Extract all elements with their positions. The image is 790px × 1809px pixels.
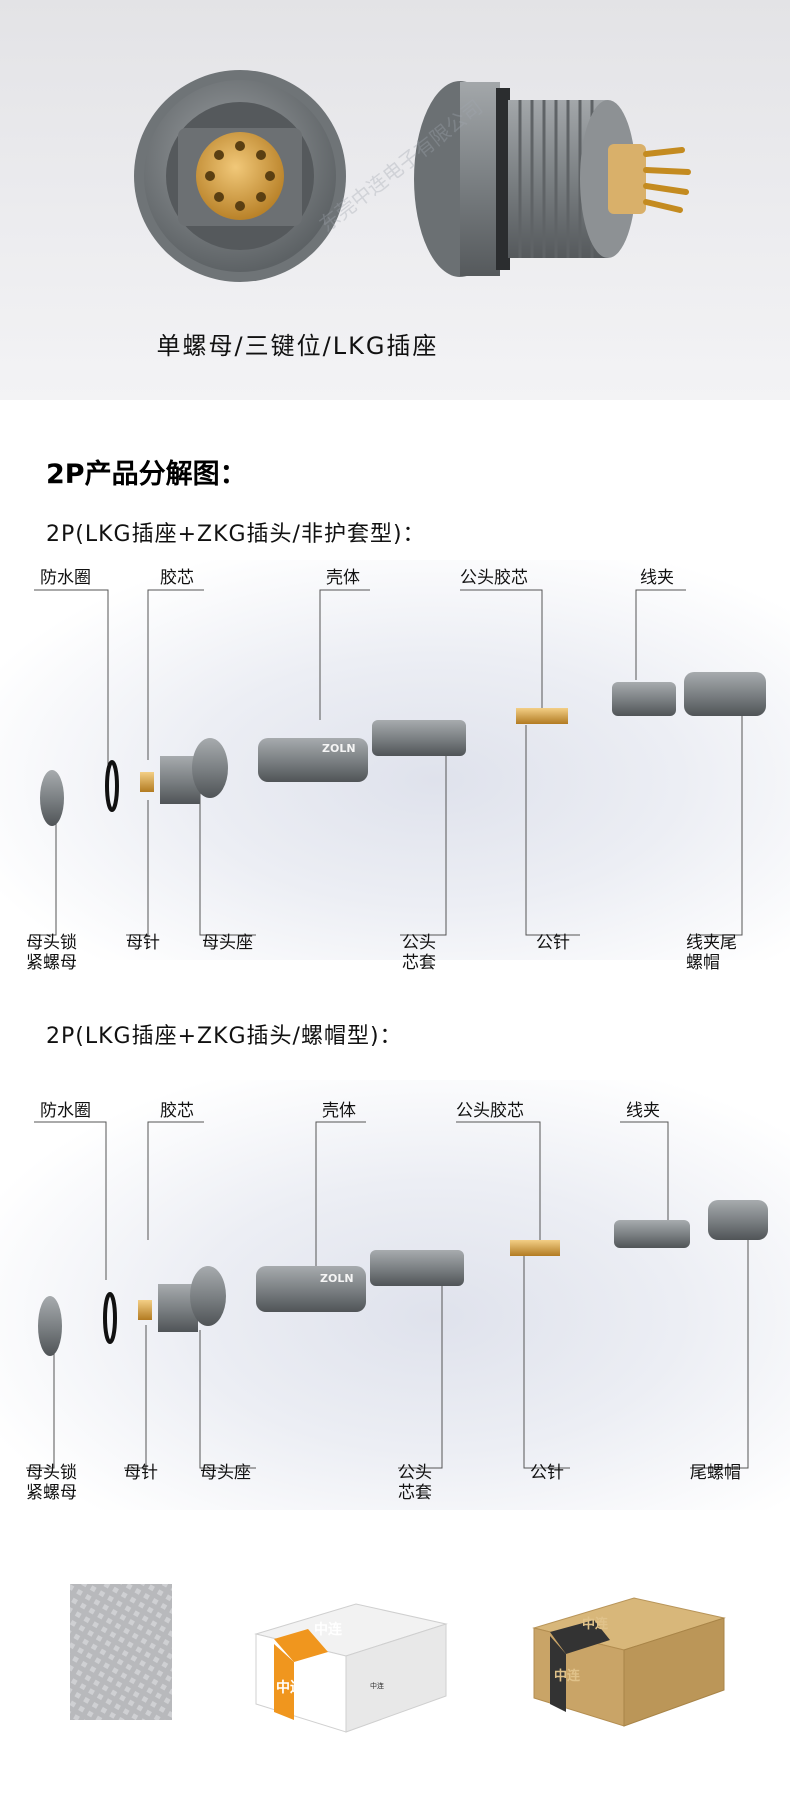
label-male-pin-2: 公针 <box>530 1463 564 1483</box>
exploded-view-2-leader-lines <box>26 1121 749 1469</box>
label-clamp-nut: 线夹尾 螺帽 <box>686 933 737 973</box>
shell-icon <box>256 1266 366 1312</box>
male-pin-icon <box>516 708 568 724</box>
clamp-nut-icon <box>684 672 766 716</box>
svg-text:中连: 中连 <box>582 1616 609 1632</box>
white-box-icon: 中连 中连 中连 <box>254 1603 448 1733</box>
label-shell-2: 壳体 <box>322 1101 356 1121</box>
female-pin-icon <box>140 772 154 792</box>
svg-text:中连: 中连 <box>314 1621 343 1638</box>
lock-nut-icon <box>40 770 64 826</box>
section-title: 2P产品分解图： <box>46 459 247 490</box>
kraft-box-icon: 中连 中连 <box>532 1597 726 1727</box>
socket-front-view <box>134 70 346 282</box>
svg-text:中连: 中连 <box>276 1679 305 1696</box>
o-ring-icon <box>105 760 119 812</box>
exploded-view-1-parts: ZOLN <box>40 672 766 826</box>
svg-text:中连: 中连 <box>554 1668 581 1684</box>
packaging-row: 中连 中连 中连 中连 中连 <box>0 1570 790 1809</box>
exploded-view-2-parts: ZOLN <box>38 1200 768 1356</box>
product-photo-band <box>0 0 790 400</box>
label-lock-nut-2: 母头锁 紧螺母 <box>26 1463 77 1503</box>
label-insert-2: 胶芯 <box>160 1101 194 1121</box>
exploded-view-2-background <box>0 1080 790 1510</box>
label-cable-clamp-2: 线夹 <box>626 1101 660 1121</box>
label-male-pin: 公针 <box>536 933 570 953</box>
label-female-pin-2: 母针 <box>124 1463 158 1483</box>
male-sleeve-icon <box>372 720 466 756</box>
ziplock-bag-icon <box>70 1584 172 1720</box>
label-insert: 胶芯 <box>160 568 194 588</box>
label-cable-clamp: 线夹 <box>640 568 674 588</box>
tail-nut-icon <box>708 1200 768 1240</box>
cable-clamp-icon <box>612 682 676 716</box>
exploded-view-1-background <box>0 560 790 960</box>
label-male-sleeve: 公头 芯套 <box>402 933 436 973</box>
lock-nut-icon <box>38 1296 62 1356</box>
male-sleeve-icon <box>370 1250 464 1286</box>
female-pin-icon <box>138 1300 152 1320</box>
label-male-sleeve-2: 公头 芯套 <box>398 1463 432 1503</box>
male-pin-icon <box>510 1240 560 1256</box>
label-o-ring: 防水圈 <box>40 568 91 588</box>
svg-text:ZOLN: ZOLN <box>320 1272 354 1285</box>
label-tail-nut: 尾螺帽 <box>690 1463 741 1483</box>
label-male-insert-2: 公头胶芯 <box>456 1101 524 1121</box>
label-lock-nut: 母头锁 紧螺母 <box>26 933 77 973</box>
svg-text:中连: 中连 <box>370 1681 384 1690</box>
label-socket-body: 母头座 <box>202 933 253 953</box>
exploded-view-1-leader-lines <box>30 589 743 936</box>
exploded-view-1-subtitle: 2P(LKG插座+ZKG插头/非护套型)： <box>46 522 426 547</box>
exploded-view-2-subtitle: 2P(LKG插座+ZKG插头/螺帽型)： <box>46 1024 403 1049</box>
o-ring-icon <box>103 1292 117 1344</box>
label-socket-body-2: 母头座 <box>200 1463 251 1483</box>
cable-clamp-icon <box>614 1220 690 1248</box>
label-female-pin: 母针 <box>126 933 160 953</box>
product-caption: 单螺母/三键位/LKG插座 <box>156 332 439 360</box>
svg-text:ZOLN: ZOLN <box>322 742 356 755</box>
label-o-ring-2: 防水圈 <box>40 1101 91 1121</box>
label-shell: 壳体 <box>326 568 360 588</box>
label-male-insert: 公头胶芯 <box>460 568 528 588</box>
socket-side-view <box>414 81 691 277</box>
shell-icon <box>258 738 368 782</box>
